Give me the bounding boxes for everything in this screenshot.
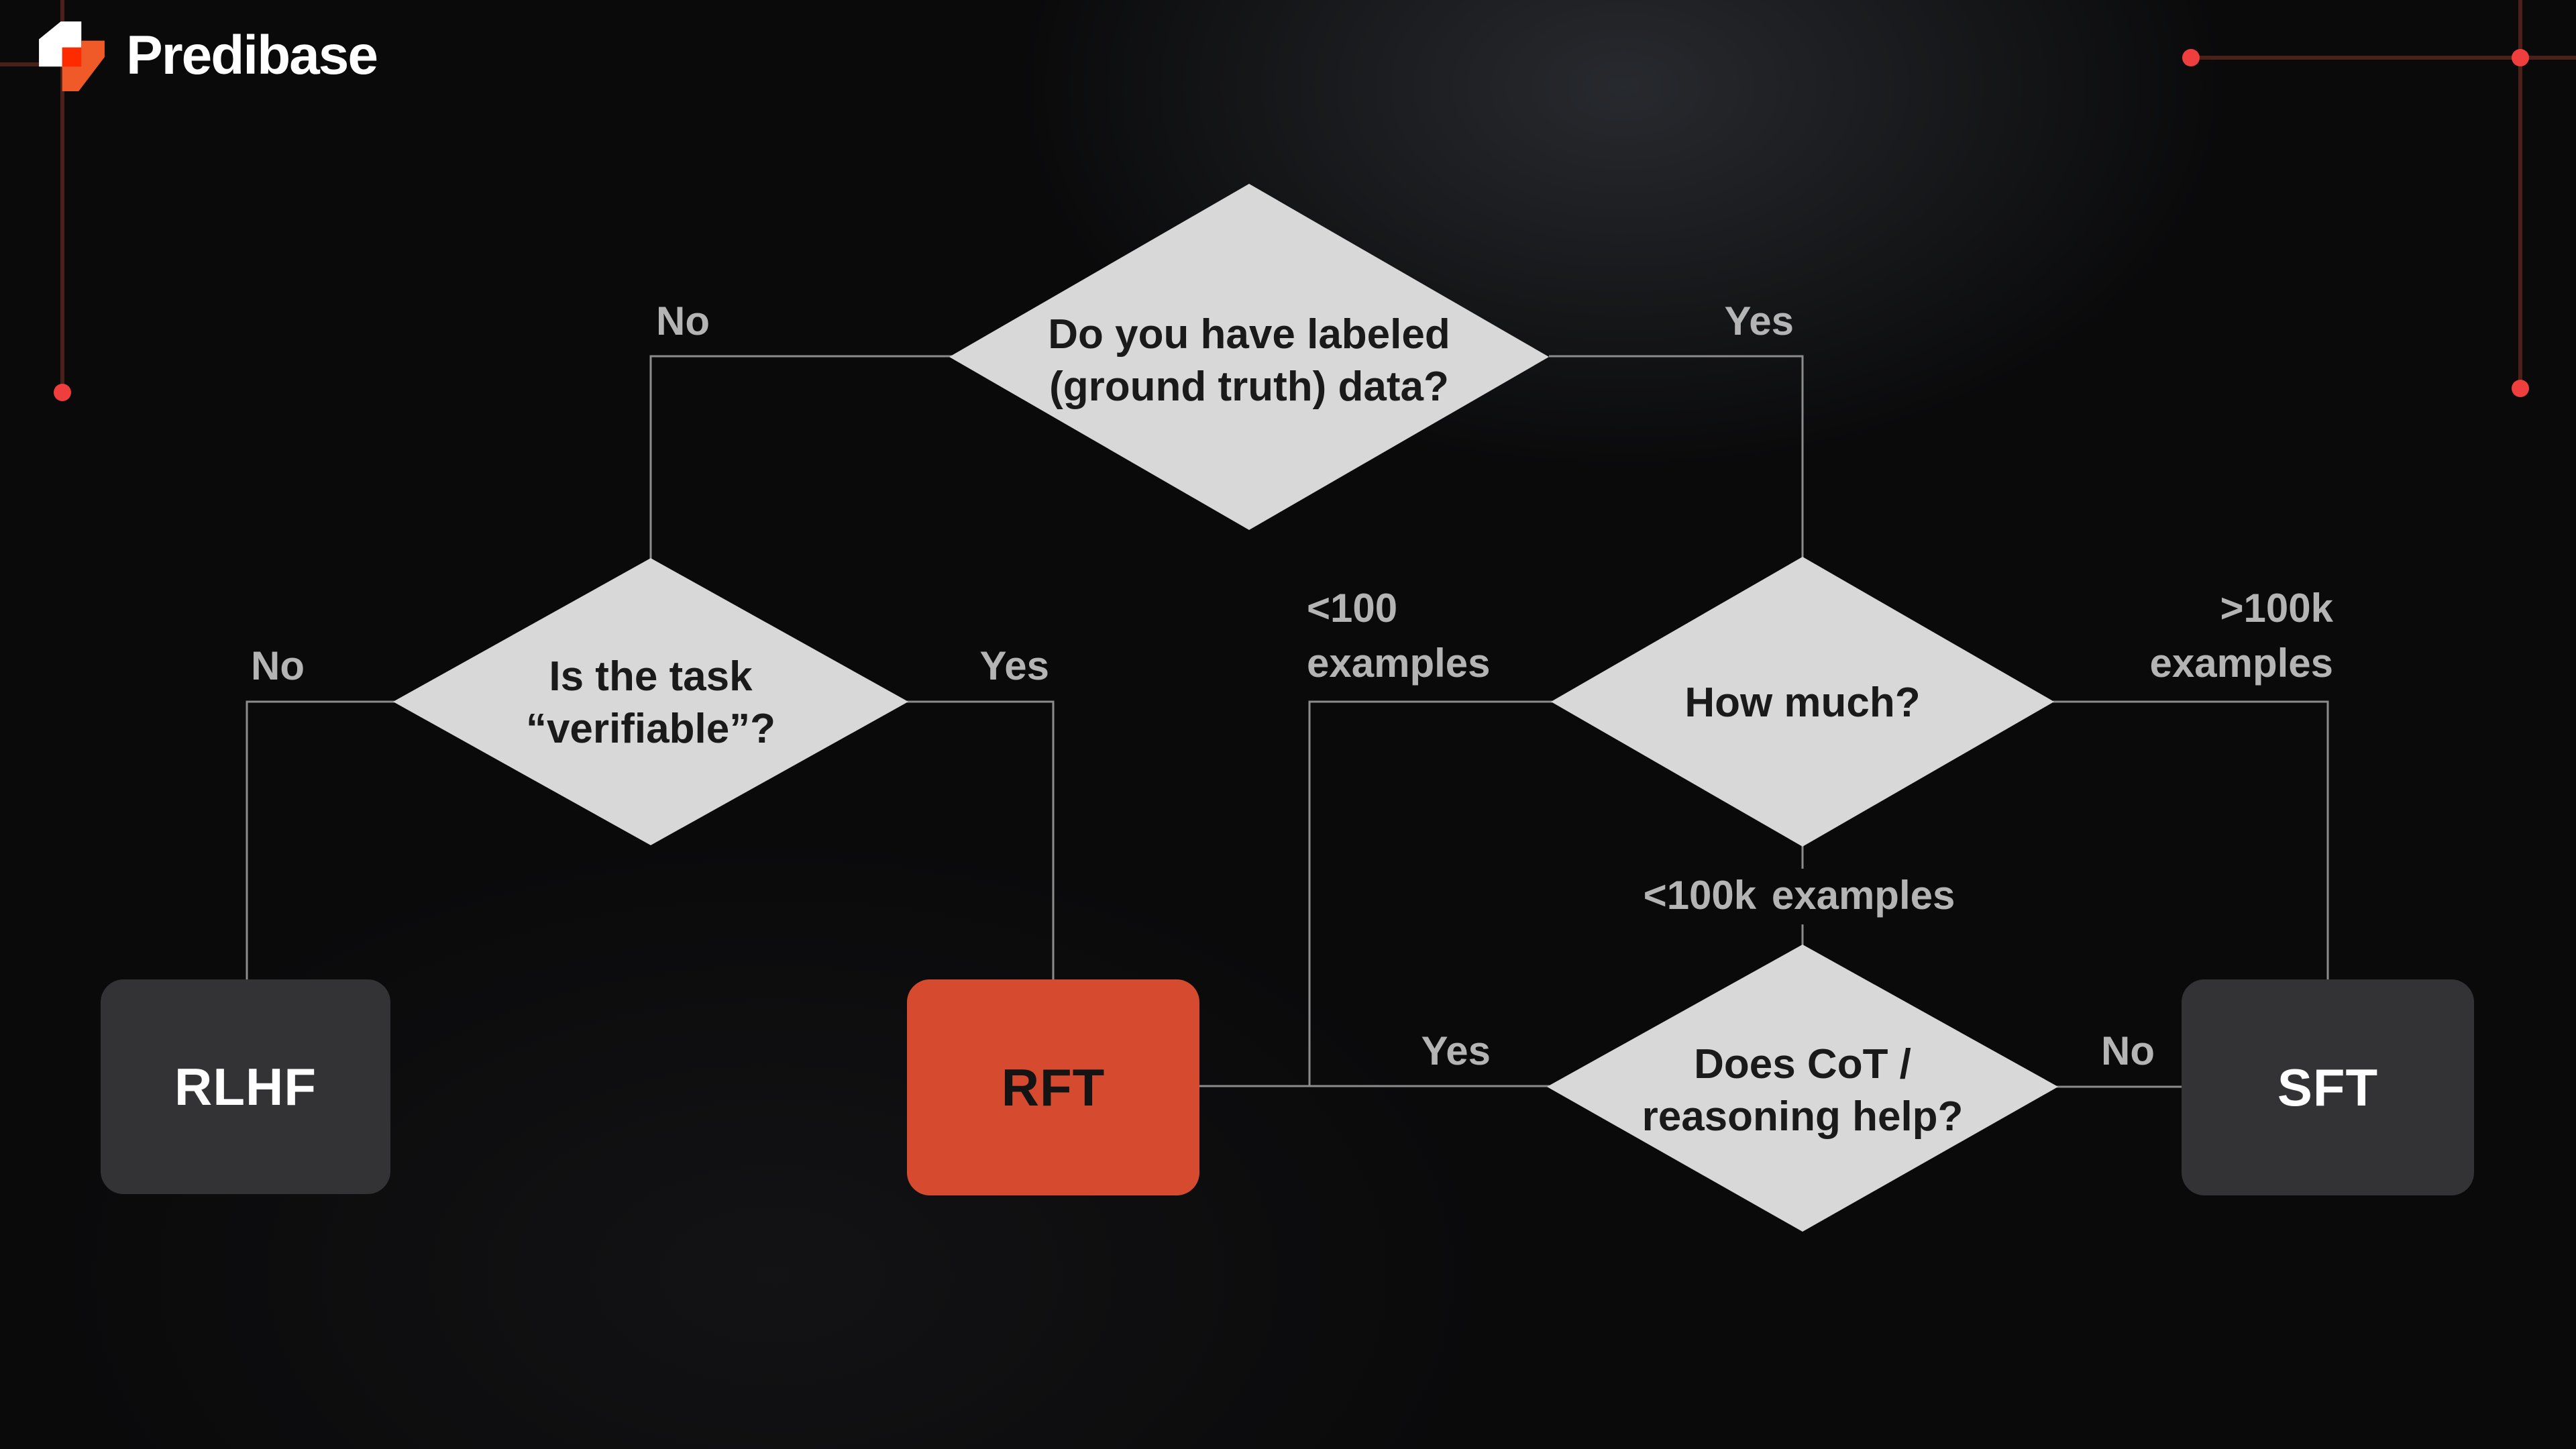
node-rft: RFT <box>907 979 1199 1195</box>
edge-d3-gt100k-path <box>2053 700 2329 981</box>
edge-label-d3-gt100k: >100k examples <box>2149 586 2333 686</box>
edge-label-d1-yes: Yes <box>1724 299 1794 343</box>
edge-label-d3-lt100k: <100k examples <box>1643 868 1962 924</box>
connectors <box>246 355 2329 1088</box>
edge-label-d3-lt100k-suffix: examples <box>1767 869 1962 924</box>
edge-d1-yes-path <box>1549 355 1804 559</box>
diamond-cot <box>1547 945 2058 1232</box>
decor-dot <box>2512 380 2529 397</box>
edge-label-d1-no: No <box>656 299 710 343</box>
question-how-much: How much? <box>1684 680 1921 726</box>
decision-diamonds <box>393 184 2058 1232</box>
edge-label-d2-yes: Yes <box>979 643 1049 688</box>
question-verifiable: Is the task “verifiable”? <box>525 653 776 752</box>
question-cot: Does CoT / reasoning help? <box>1642 1041 1964 1140</box>
question-labeled-data: Do you have labeled (ground truth) data? <box>1048 311 1450 410</box>
diamond-verifiable <box>393 558 908 845</box>
edge-d3-lt100-path <box>1308 700 1552 1085</box>
edge-label-d4-yes: Yes <box>1421 1028 1491 1073</box>
predibase-logo: Predibase <box>38 20 378 91</box>
edge-label-d3-lt100k-prefix: <100k <box>1643 873 1757 918</box>
decor-top-right <box>2182 0 2576 397</box>
predibase-logo-icon <box>39 21 105 91</box>
decor-dot <box>2182 49 2200 66</box>
edge-label-d4-no: No <box>2101 1028 2155 1073</box>
diamond-labeled-data <box>949 184 1549 530</box>
node-rlhf: RLHF <box>101 979 390 1194</box>
logo-wordmark: Predibase <box>126 25 378 86</box>
decor-dot <box>2512 49 2529 66</box>
diamond-how-much <box>1551 557 2054 847</box>
decor-dot <box>54 384 71 401</box>
edge-label-d2-no: No <box>251 643 305 688</box>
edge-d2-yes-path <box>907 700 1055 981</box>
edge-d1-no-path <box>649 355 953 561</box>
node-sft: SFT <box>2182 979 2474 1195</box>
edge-label-d3-lt100: <100 examples <box>1307 586 1491 686</box>
edge-d2-no-path <box>246 700 396 981</box>
logo-shape-red-square <box>62 47 82 67</box>
